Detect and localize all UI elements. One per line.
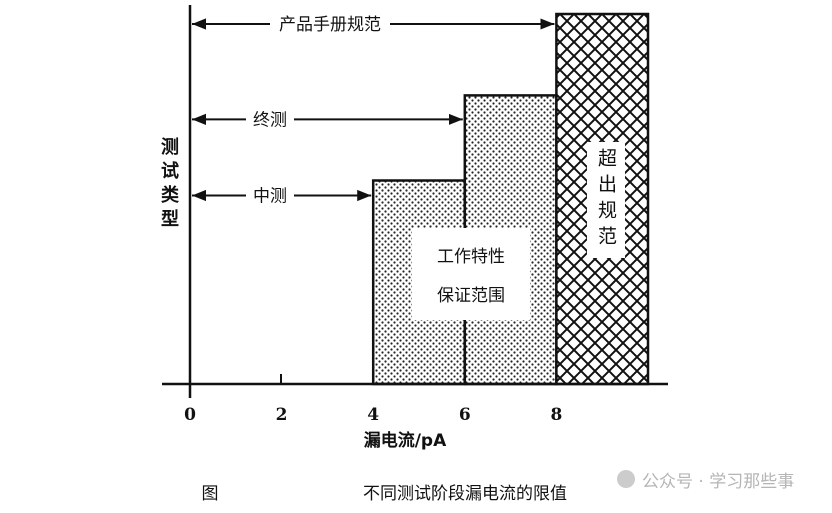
out-of-spec-label: 超出规范 — [595, 148, 617, 252]
x-tick-label: 2 — [276, 405, 288, 425]
arrow-label-bg — [246, 107, 294, 132]
x-tick-label: 4 — [367, 405, 379, 425]
watermark: 公众号 · 学习那些事 — [642, 472, 794, 492]
arrow-label: 中测 — [253, 187, 287, 207]
x-axis-label: 漏电流/pA — [364, 430, 447, 451]
figure-label: 图 — [202, 484, 219, 504]
arrow-label-bg — [270, 12, 390, 36]
y-axis-label: 测试类型 — [158, 137, 179, 233]
x-tick-label: 6 — [459, 405, 471, 425]
working-range-box — [412, 228, 530, 320]
working-range-line1: 工作特性 — [437, 247, 505, 267]
arrow-label-bg — [246, 183, 294, 208]
out-of-spec-box — [587, 142, 625, 258]
x-tick-label: 8 — [550, 405, 562, 425]
arrow-label: 终测 — [253, 110, 287, 130]
x-tick-label: 0 — [184, 405, 196, 425]
chart-title: 不同测试阶段漏电流的限值 — [363, 484, 567, 504]
wechat-icon — [617, 470, 635, 488]
working-range-line2: 保证范围 — [437, 286, 505, 306]
arrow-label: 产品手册规范 — [279, 15, 381, 35]
